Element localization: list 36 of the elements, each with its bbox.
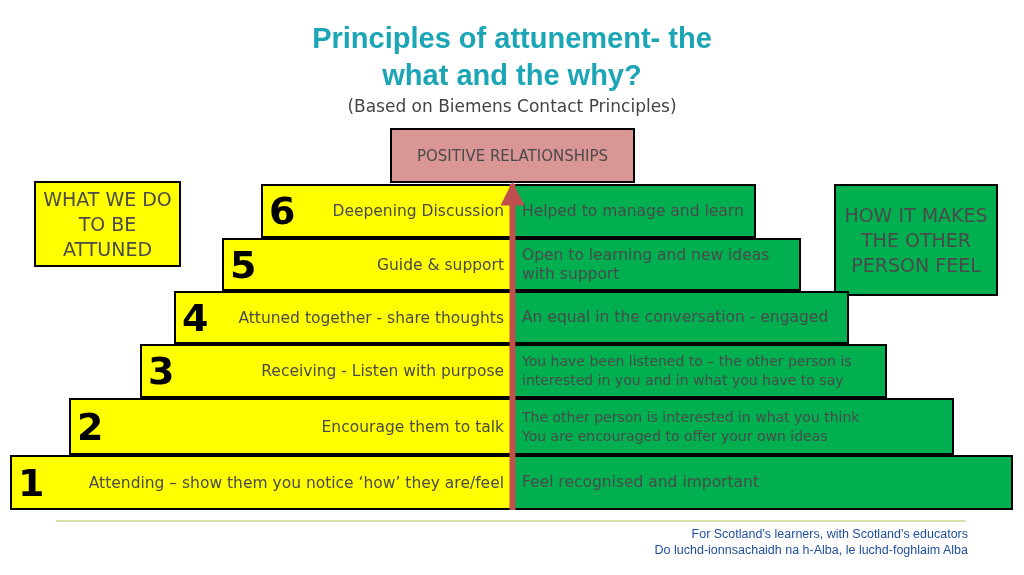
outcome-text: An equal in the conversation - engaged [522,308,829,327]
step-box [222,238,512,291]
outcome-text: You are encouraged to offer your own ideas [522,426,828,446]
footer-text: For Scotland's learners, with Scotland's educators [690,527,968,541]
goal-box [390,128,635,183]
heading-box [34,181,181,267]
heading-text: HOW IT MAKES THE OTHER PERSON FEEL [843,202,989,278]
subtitle: (Based on Biemens Contact Principles) [346,96,678,116]
step-label: Attuned together - share thoughts [238,308,504,327]
step-label: Attending – show them you notice ‘how’ they are/feel [88,473,504,492]
step-label: Encourage them to talk [321,417,504,436]
step-number: 2 [77,406,104,447]
footer-text: Do luchd-ionnsachaidh na h-Alba, le luchd-foghlaim Alba [653,543,968,557]
step-label: Deepening Discussion [332,202,504,220]
step-label: Guide & support [377,255,504,274]
outcome-text: Helped to manage and learn [522,201,744,221]
step-label: Receiving - Listen with purpose [261,362,504,380]
heading-text: POSITIVE RELATIONSHIPS [417,145,608,166]
outcome-text: The other person is interested in what you think [522,407,860,427]
title: Principles of attunement- the what and the why? [312,21,712,93]
outcome-text: You have been listened to – the other person is interested in you and in what you have to say [522,352,853,390]
outcome-text: Feel recognised and important [522,473,759,492]
step-number: 5 [230,244,257,285]
step-number: 4 [182,297,209,338]
step-box [69,398,512,455]
step-number: 3 [148,351,175,391]
step-number: 6 [269,191,296,231]
step-box [174,291,512,344]
outcome-text: Open to learning and new ideas with support [522,245,771,284]
step-box [140,344,512,398]
step-box [10,455,512,510]
heading-text: WHAT WE DO TO BE ATTUNED [42,186,173,262]
arrow [500,181,525,510]
step-number: 1 [18,462,45,503]
heading-box [834,184,998,296]
step-box [261,184,512,238]
